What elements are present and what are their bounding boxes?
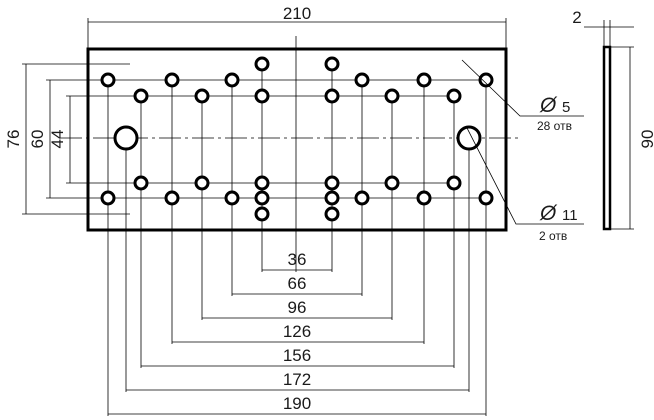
hole-small bbox=[478, 72, 494, 88]
hole-small bbox=[194, 88, 210, 104]
hole-large bbox=[113, 125, 139, 151]
dim-bottom-172: 172 bbox=[283, 370, 311, 389]
hole-small bbox=[164, 190, 180, 206]
hole-small bbox=[133, 175, 149, 191]
hole-small bbox=[254, 175, 270, 191]
hole-small bbox=[133, 88, 149, 104]
dim-bottom-190: 190 bbox=[283, 394, 311, 413]
hole-small bbox=[416, 190, 432, 206]
hole-small bbox=[254, 206, 270, 222]
hole-small bbox=[354, 190, 370, 206]
hole-small bbox=[224, 190, 240, 206]
hole-small bbox=[446, 175, 462, 191]
callout-small-diameter-symbol: Ø bbox=[539, 94, 558, 117]
hole-small bbox=[254, 88, 270, 104]
hole-small bbox=[324, 175, 340, 191]
dim-bottom-126: 126 bbox=[283, 322, 311, 341]
hole-small bbox=[478, 190, 494, 206]
hole-small bbox=[194, 175, 210, 191]
hole-small bbox=[354, 72, 370, 88]
callout-large-size: 11 bbox=[562, 207, 578, 224]
side-view-outline bbox=[602, 45, 612, 231]
callout-small-qty: 28 отв bbox=[537, 119, 572, 133]
hole-large bbox=[456, 125, 482, 151]
dim-44: 44 bbox=[48, 130, 67, 149]
hole-small bbox=[384, 88, 400, 104]
hole-small bbox=[254, 56, 270, 72]
hole-small bbox=[100, 190, 116, 206]
dim-overall-length: 210 bbox=[283, 4, 311, 23]
hole-small bbox=[324, 88, 340, 104]
side-view-dimension-lines bbox=[584, 20, 634, 230]
dim-76: 76 bbox=[4, 130, 23, 149]
hole-small bbox=[384, 175, 400, 191]
hole-small bbox=[100, 72, 116, 88]
hole-small bbox=[416, 72, 432, 88]
hole-small bbox=[224, 72, 240, 88]
dim-60: 60 bbox=[28, 130, 47, 149]
hole-small bbox=[254, 190, 270, 206]
plate-outline bbox=[86, 47, 508, 232]
leader-lines bbox=[461, 59, 584, 225]
dim-thickness: 2 bbox=[572, 8, 581, 27]
dim-height-side: 90 bbox=[638, 130, 654, 149]
holes-small bbox=[100, 56, 494, 222]
hole-small bbox=[446, 88, 462, 104]
dim-bottom-66: 66 bbox=[288, 274, 307, 293]
callout-large-diameter-symbol: Ø bbox=[539, 202, 558, 225]
hole-small bbox=[324, 206, 340, 222]
dim-bottom-36: 36 bbox=[288, 250, 307, 269]
center-lines bbox=[60, 36, 520, 272]
hole-small bbox=[164, 72, 180, 88]
callout-large-qty: 2 отв bbox=[539, 229, 567, 243]
hole-small bbox=[324, 190, 340, 206]
dim-bottom-96: 96 bbox=[288, 298, 307, 317]
hole-small bbox=[324, 56, 340, 72]
callout-small-size: 5 bbox=[562, 99, 570, 116]
dim-bottom-156: 156 bbox=[283, 346, 311, 365]
